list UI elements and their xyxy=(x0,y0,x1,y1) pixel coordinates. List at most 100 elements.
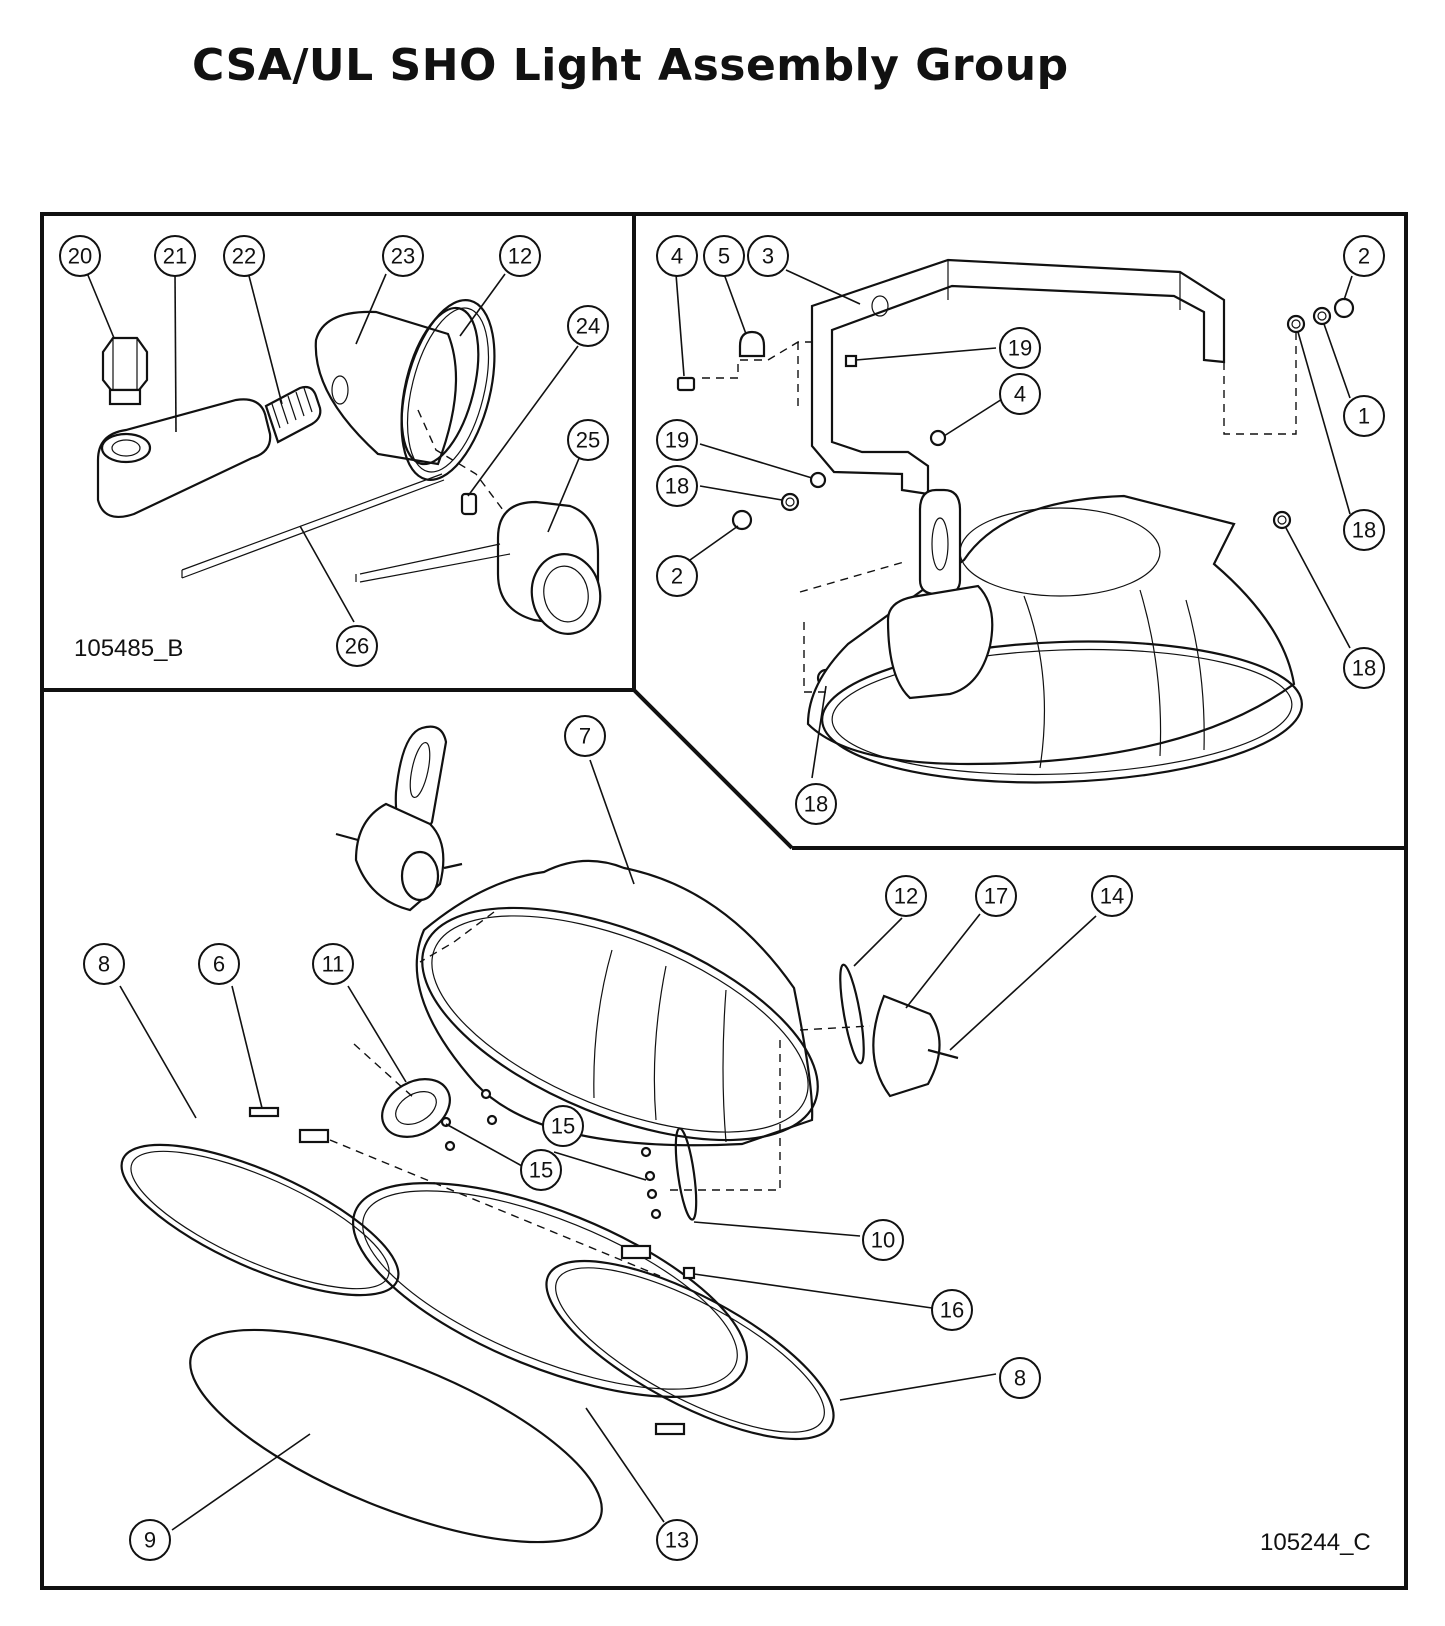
callout-14: 14 xyxy=(1091,875,1133,917)
callout-8-left: 8 xyxy=(83,943,125,985)
conduit-body-part-21 xyxy=(96,398,272,518)
svg-text:4: 4 xyxy=(1014,382,1026,407)
connector-fitting-part-20 xyxy=(101,336,149,406)
gasket-part-10 xyxy=(674,1127,698,1221)
svg-text:4: 4 xyxy=(671,244,683,269)
callout-2-left: 2 xyxy=(656,555,698,597)
svg-text:14: 14 xyxy=(1100,884,1124,909)
svg-text:13: 13 xyxy=(665,1528,689,1553)
assembly-path-bottom xyxy=(329,911,871,1277)
lens-frame-part-8-left xyxy=(120,1106,400,1297)
svg-text:23: 23 xyxy=(391,244,415,269)
callout-11: 11 xyxy=(312,943,354,985)
lens-part-9 xyxy=(189,1328,603,1544)
callout-19-left: 19 xyxy=(656,419,698,461)
svg-text:16: 16 xyxy=(940,1298,964,1323)
callout-18-left: 18 xyxy=(656,465,698,507)
callout-23: 23 xyxy=(382,235,424,277)
callout-18-right-lower: 18 xyxy=(1343,647,1385,689)
svg-text:22: 22 xyxy=(232,244,256,269)
callout-5: 5 xyxy=(703,235,745,277)
conduit-assembly-bottom xyxy=(335,725,463,912)
leader-lines xyxy=(79,255,1353,1531)
svg-text:24: 24 xyxy=(576,314,600,339)
threaded-nipple-part-22 xyxy=(264,385,322,444)
callout-6: 6 xyxy=(198,943,240,985)
svg-text:17: 17 xyxy=(984,884,1008,909)
housing-dome-part-7 xyxy=(415,859,819,1147)
callout-9: 9 xyxy=(129,1519,171,1561)
svg-text:6: 6 xyxy=(213,952,225,977)
callout-10: 10 xyxy=(862,1219,904,1261)
clip-part-16 xyxy=(682,1266,696,1280)
callout-3: 3 xyxy=(747,235,789,277)
svg-text:12: 12 xyxy=(508,244,532,269)
callout-4-middle: 4 xyxy=(999,373,1041,415)
panel-frames xyxy=(40,212,1408,1590)
gasket-part-12-top xyxy=(400,299,496,481)
callout-26: 26 xyxy=(336,625,378,667)
svg-text:8: 8 xyxy=(1014,1366,1026,1391)
callout-4-top: 4 xyxy=(656,235,698,277)
callout-15-lower: 15 xyxy=(520,1149,562,1191)
callout-25: 25 xyxy=(567,419,609,461)
callout-19-top: 19 xyxy=(999,327,1041,369)
callout-2-top: 2 xyxy=(1343,235,1385,277)
hardware-parts-top-right xyxy=(676,297,1355,688)
callout-22: 22 xyxy=(223,235,265,277)
svg-text:11: 11 xyxy=(322,952,345,977)
svg-text:2: 2 xyxy=(1358,244,1370,269)
svg-text:18: 18 xyxy=(1352,656,1376,681)
svg-text:10: 10 xyxy=(871,1228,895,1253)
callout-24: 24 xyxy=(567,305,609,347)
callout-16: 16 xyxy=(931,1289,973,1331)
svg-text:9: 9 xyxy=(144,1528,156,1553)
callout-18-bottom: 18 xyxy=(795,783,837,825)
assembly-path-top-left xyxy=(417,409,507,515)
page-title: CSA/UL SHO Light Assembly Group xyxy=(192,40,1069,91)
lens-frame-part-8-right xyxy=(545,1244,835,1441)
callout-17: 17 xyxy=(975,875,1017,917)
lamp-socket-part-25 xyxy=(355,500,602,635)
svg-text:2: 2 xyxy=(671,564,683,589)
screw-part-24 xyxy=(460,492,478,516)
assembly-path-top-right xyxy=(702,332,1297,693)
callout-1: 1 xyxy=(1343,395,1385,437)
svg-text:18: 18 xyxy=(665,474,689,499)
callout-13: 13 xyxy=(656,1519,698,1561)
wire-lead-part-26 xyxy=(181,473,445,579)
svg-text:19: 19 xyxy=(665,428,689,453)
housing-cone-part-23 xyxy=(314,306,480,466)
reflector-plate-part-11 xyxy=(381,1078,451,1138)
svg-text:19: 19 xyxy=(1008,336,1032,361)
svg-text:1: 1 xyxy=(1358,404,1370,429)
doc-number-bottom: 105244_C xyxy=(1260,1529,1371,1556)
screws-part-15 xyxy=(440,1088,662,1220)
svg-text:15: 15 xyxy=(529,1158,553,1183)
callout-20: 20 xyxy=(59,235,101,277)
svg-text:3: 3 xyxy=(762,244,774,269)
doc-number-top-left: 105485_B xyxy=(74,635,183,662)
mounting-bracket-part-3 xyxy=(810,258,1226,496)
lens-ring-part-13 xyxy=(352,1182,748,1398)
callout-7: 7 xyxy=(564,715,606,757)
svg-text:25: 25 xyxy=(576,428,600,453)
callout-8-right: 8 xyxy=(999,1357,1041,1399)
svg-text:12: 12 xyxy=(894,884,918,909)
callout-15-upper: 15 xyxy=(542,1105,584,1147)
assembled-fixture-top-right xyxy=(806,488,1303,784)
socket-housing-part-17 xyxy=(872,994,959,1098)
svg-text:26: 26 xyxy=(345,634,369,659)
svg-text:18: 18 xyxy=(804,792,828,817)
callout-18-right-upper: 18 xyxy=(1343,509,1385,551)
callout-21: 21 xyxy=(154,235,196,277)
svg-text:7: 7 xyxy=(579,724,591,749)
gasket-part-12-bottom xyxy=(839,963,865,1065)
svg-text:8: 8 xyxy=(98,952,110,977)
callout-12-bottom: 12 xyxy=(885,875,927,917)
svg-text:18: 18 xyxy=(1352,518,1376,543)
svg-text:5: 5 xyxy=(718,244,730,269)
svg-text:20: 20 xyxy=(68,244,92,269)
callout-12-top: 12 xyxy=(499,235,541,277)
